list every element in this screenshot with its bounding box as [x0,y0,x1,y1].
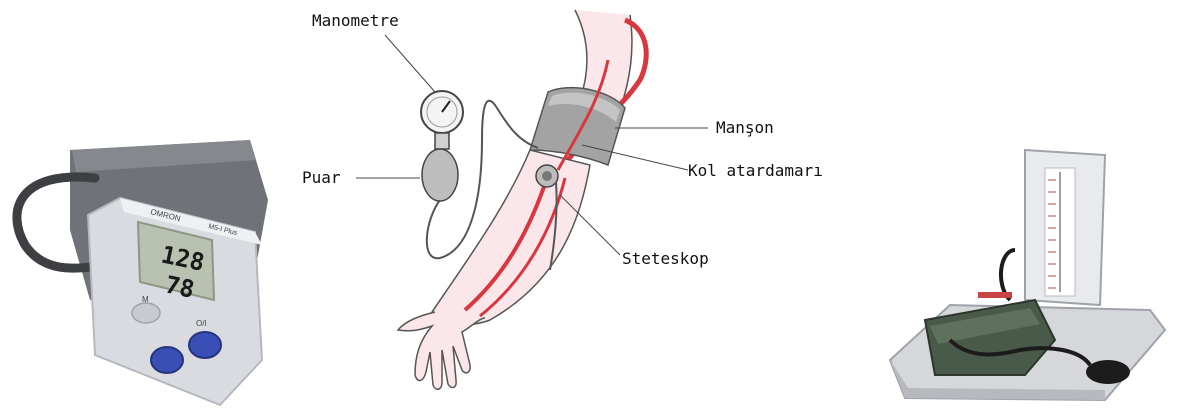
power-button-label: O/I [196,319,207,328]
label-cuff: Manşon [716,118,774,137]
arm-measurement-illustration: Manometre Puar Manşon Kol atardamarı Ste… [290,0,850,419]
memory-button-label: M [142,295,149,304]
digital-monitor-illustration: OMRON M5-I Plus 128 78 M O/I [0,0,290,419]
label-stethoscope: Steteskop [622,249,709,268]
memory-button[interactable] [132,303,160,323]
digital-blood-pressure-monitor: OMRON M5-I Plus 128 78 M O/I [0,0,290,419]
label-bulb: Puar [302,168,341,187]
start-button[interactable] [151,347,183,373]
mercury-device-illustration [850,0,1193,419]
diastolic-reading: 78 [163,270,197,303]
label-artery: Kol atardamarı [688,161,823,180]
black-bulb [1086,360,1130,384]
inflation-bulb [422,149,458,201]
power-button[interactable] [189,332,221,358]
mercury-sphygmomanometer [850,0,1193,419]
hand [398,312,485,389]
label-manometer: Manometre [312,11,399,30]
sphygmomanometer-diagram: Manometre Puar Manşon Kol atardamarı Ste… [290,0,850,419]
